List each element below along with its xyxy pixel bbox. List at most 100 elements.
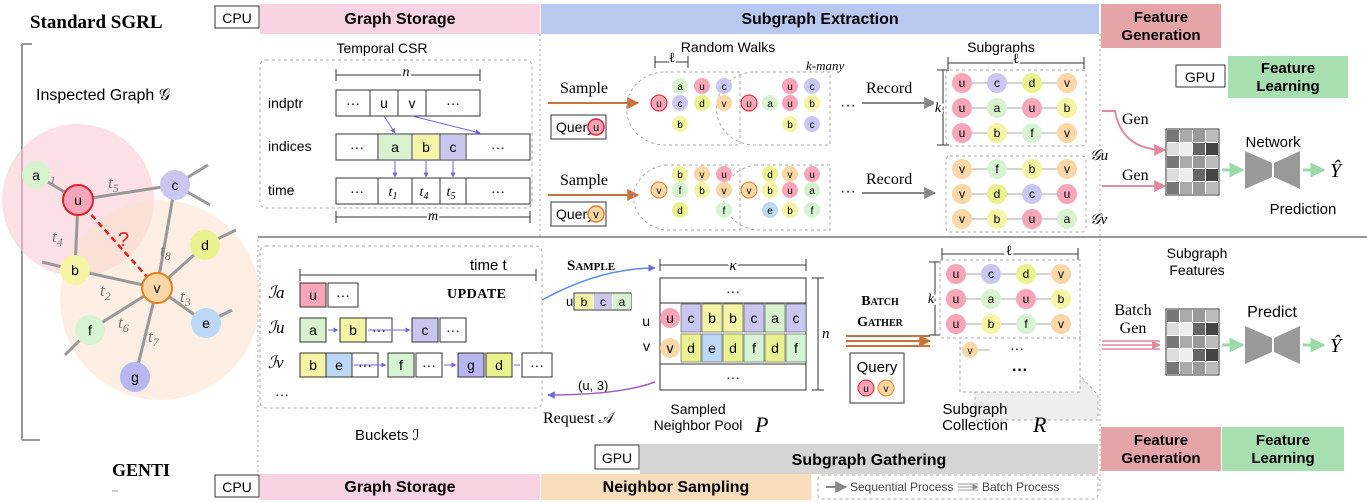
svg-text:···: ··· xyxy=(726,283,740,299)
node-label: d xyxy=(1023,267,1030,281)
pool-cell-label: d xyxy=(687,340,695,356)
pool-cell xyxy=(764,333,786,363)
svg-text:c: c xyxy=(722,82,727,93)
svg-text:ℓ: ℓ xyxy=(1013,52,1020,67)
svg-text:···: ··· xyxy=(491,139,505,155)
gpu-badge-bottom xyxy=(594,444,640,470)
svg-text:a: a xyxy=(391,139,399,155)
svg-text:e: e xyxy=(767,206,773,217)
pool-cell xyxy=(722,303,744,333)
bucket-cell xyxy=(439,317,467,343)
pool-root xyxy=(660,338,680,358)
node-label: v xyxy=(1064,126,1070,140)
svg-text:d: d xyxy=(677,206,683,217)
pool-cell-label: c xyxy=(751,310,758,326)
svg-text:ℐv: ℐv xyxy=(268,353,284,372)
feature-cell xyxy=(1180,323,1192,335)
svg-text:f: f xyxy=(723,206,726,217)
feature-generation-bar xyxy=(1101,4,1221,48)
feature-cell xyxy=(1193,156,1205,168)
pool-cell-label: u xyxy=(666,310,674,326)
node-label: u xyxy=(959,101,966,115)
graph-node-d xyxy=(190,230,220,260)
subgraph-node xyxy=(981,314,1001,334)
svg-text:v: v xyxy=(657,186,662,197)
svg-text:u: u xyxy=(593,122,599,134)
svg-text:k: k xyxy=(935,101,942,116)
svg-text:f: f xyxy=(811,206,814,217)
node-label: u xyxy=(953,292,960,306)
subgraph-node xyxy=(1057,73,1077,93)
bucket-cell-label: u xyxy=(309,287,317,303)
svg-text:Graph Storage: Graph Storage xyxy=(344,479,455,496)
subgraph-node xyxy=(946,314,966,334)
svg-text:Sample: Sample xyxy=(567,258,615,274)
svg-text:ℐa: ℐa xyxy=(268,283,285,302)
random-walks: Random Walks k-many ℓ Sample Query u Sam… xyxy=(548,39,937,231)
subgraph-node xyxy=(987,159,1007,179)
svg-text:t1: t1 xyxy=(45,165,56,187)
svg-text:a: a xyxy=(677,82,683,93)
sample-row-head: u xyxy=(566,294,573,309)
bucket-cell-label: ··· xyxy=(530,357,544,373)
subgraph-node xyxy=(1057,159,1077,179)
sample-cell-label: b xyxy=(581,295,588,309)
svg-text:···: ··· xyxy=(840,183,856,200)
subgraph-node xyxy=(952,98,972,118)
svg-text:t6: t6 xyxy=(118,313,129,335)
bucket-cell xyxy=(327,282,359,308)
bottom-feature-learning: Subgraph Features Batch Gen Ŷ Predict xyxy=(1102,245,1343,376)
svg-text:b: b xyxy=(677,120,683,131)
svg-text:Ŷ: Ŷ xyxy=(1330,159,1343,182)
bucket-cell-label: f xyxy=(399,357,403,373)
subgraph-node xyxy=(946,264,966,284)
process-legend: Sequential Process Batch Process xyxy=(817,474,1099,500)
node-label: b xyxy=(1029,162,1036,176)
feature-cell xyxy=(1167,362,1179,374)
sample-cell xyxy=(575,294,593,309)
node-label: v xyxy=(959,187,965,201)
bucket-cell xyxy=(387,352,415,378)
svg-text:d: d xyxy=(767,170,773,181)
node-label: b xyxy=(1064,101,1071,115)
graph-node-c xyxy=(160,170,190,200)
feature-cell xyxy=(1193,169,1205,181)
feature-cell xyxy=(1206,182,1218,194)
feature-cell xyxy=(1180,130,1192,142)
graph-storage-title: Graph Storage xyxy=(344,11,455,28)
subgraph-node xyxy=(981,264,1001,284)
svg-text:v: v xyxy=(409,95,416,111)
subgraph-extraction-title: Subgraph Extraction xyxy=(741,11,898,28)
svg-text:n: n xyxy=(822,326,830,342)
feature-cell xyxy=(1180,143,1192,155)
svg-text:b: b xyxy=(422,139,430,155)
feature-cell xyxy=(1180,336,1192,348)
temporal-csr: Temporal CSR n indptr indices time ··· u… xyxy=(259,40,533,226)
subgraph-node xyxy=(1057,184,1077,204)
subgraph-node xyxy=(1022,123,1042,143)
cpu-label: CPU xyxy=(222,10,252,26)
node-label: c xyxy=(1029,187,1035,201)
svg-text:u: u xyxy=(656,99,662,110)
bucket-cell xyxy=(521,352,553,378)
node-label: u xyxy=(953,267,960,281)
genti-title: GENTI xyxy=(112,460,170,480)
svg-text:Prediction: Prediction xyxy=(1270,201,1337,218)
subgraph-node xyxy=(987,123,1007,143)
subgraph-node xyxy=(952,159,972,179)
svg-text:u: u xyxy=(746,99,752,110)
svg-text:···: ··· xyxy=(840,97,856,114)
svg-text:Batch: Batch xyxy=(1114,302,1151,319)
feature-cell xyxy=(1193,323,1205,335)
bucket-cell-label: ··· xyxy=(336,287,350,303)
svg-text:u: u xyxy=(787,82,793,93)
feature-cell xyxy=(1193,362,1205,374)
feature-generation-bar-bottom xyxy=(1101,427,1221,471)
subgraph-node xyxy=(1016,314,1036,334)
feature-cell xyxy=(1193,336,1205,348)
svg-text:u: u xyxy=(642,313,650,329)
svg-text:𝒢u: 𝒢u xyxy=(1090,148,1108,164)
